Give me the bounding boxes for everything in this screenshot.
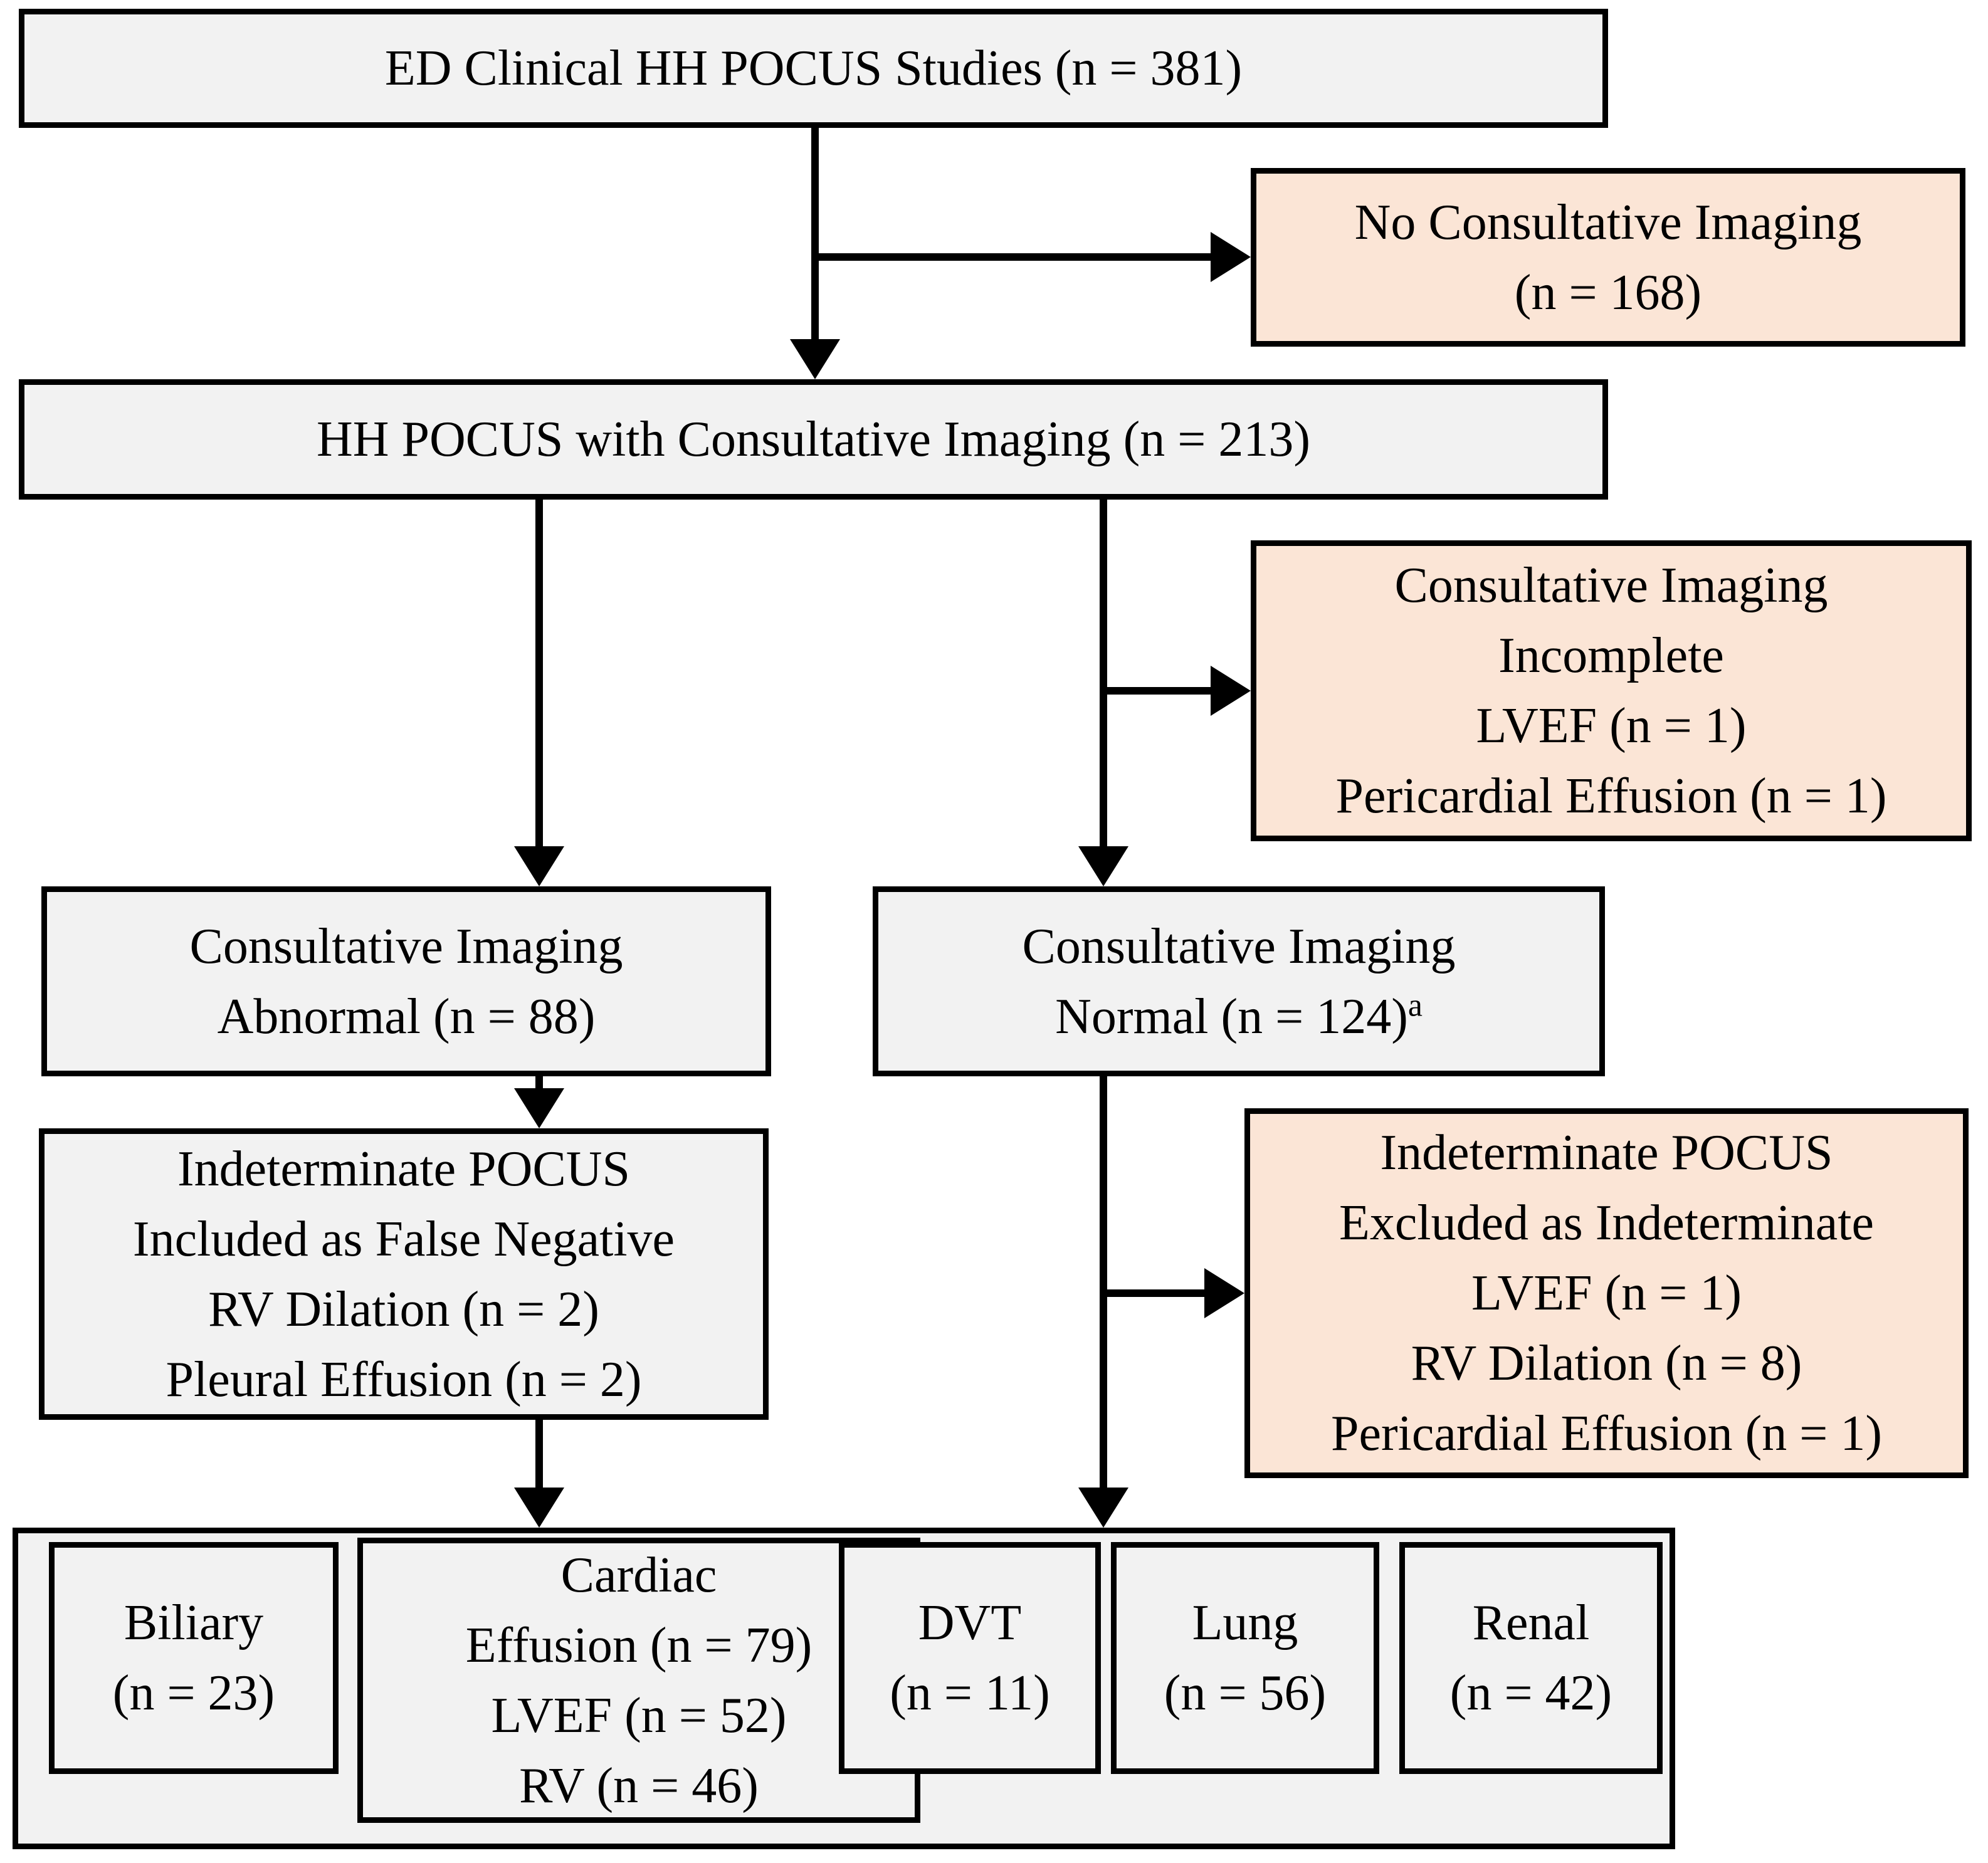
box-text-line: (n = 11) [890,1666,1050,1721]
connector-to-incomplete [1100,687,1211,695]
connector-normal-to-final [1100,1076,1107,1491]
box-renal: Renal (n = 42) [1399,1542,1663,1774]
box-text-line: Lung [1192,1595,1298,1650]
footnote-marker: a [1407,987,1423,1023]
box-consultative-imaging-normal: Consultative Imaging Normal (n = 124)a [873,886,1605,1076]
box-text-line: Included as False Negative [132,1211,675,1267]
box-text-line: (n = 168) [1514,265,1702,320]
connector-indeterminate-to-final [535,1420,543,1490]
box-text-line: RV Dilation (n = 8) [1411,1336,1802,1391]
box-dvt: DVT (n = 11) [839,1542,1101,1774]
arrowhead-right-to-indeterminate-excluded [1204,1268,1244,1318]
box-text-line: Renal [1472,1595,1590,1650]
box-text-line: Abnormal (n = 88) [217,989,596,1044]
box-text-line: RV Dilation (n = 2) [208,1281,599,1337]
connector-to-no-consultative [811,253,1211,261]
box-indeterminate-pocus-false-negative: Indeterminate POCUS Included as False Ne… [39,1128,769,1420]
box-indeterminate-pocus-excluded: Indeterminate POCUS Excluded as Indeterm… [1244,1108,1969,1478]
box-hh-pocus-with-consultative-imaging: HH POCUS with Consultative Imaging (n = … [19,379,1608,500]
box-text-line: (n = 42) [1449,1666,1612,1721]
box-text-line: Pericardial Effusion (n = 1) [1335,769,1887,824]
arrowhead-down-indeterminate-to-final [514,1488,564,1528]
box-text-line: Effusion (n = 79) [465,1617,813,1673]
box-text-line: LVEF (n = 1) [1476,698,1747,753]
connector-abnormal-to-indeterminate [535,1076,543,1091]
box-text-line: DVT [918,1595,1022,1650]
box-text-line: Excluded as Indeterminate [1339,1195,1874,1251]
box-text-line: Consultative Imaging [1022,918,1456,974]
box-text-line: Consultative Imaging [189,918,623,974]
box-text-line: ED Clinical HH POCUS Studies (n = 381) [384,41,1243,96]
box-text-line: Pericardial Effusion (n = 1) [1331,1406,1882,1461]
box-text-line: LVEF (n = 1) [1471,1266,1742,1321]
box-text-line: (n = 23) [112,1666,275,1721]
box-text-line: No Consultative Imaging [1354,194,1862,250]
box-consultative-imaging-abnormal: Consultative Imaging Abnormal (n = 88) [41,886,771,1076]
box-text-line: Biliary [124,1595,264,1650]
box-lung: Lung (n = 56) [1111,1542,1379,1774]
arrowhead-right-to-incomplete [1211,666,1251,716]
box-text-line: (n = 56) [1164,1666,1327,1721]
box-text-line: HH POCUS with Consultative Imaging (n = … [316,412,1311,467]
arrowhead-down-to-normal [1078,846,1128,886]
connector-top-to-consultative [811,128,819,342]
connector-to-indeterminate-excluded [1100,1289,1204,1297]
box-no-consultative-imaging: No Consultative Imaging (n = 168) [1251,168,1965,347]
box-biliary: Biliary (n = 23) [49,1542,339,1774]
arrowhead-down-normal-to-final [1078,1488,1128,1528]
box-text-line: Pleural Effusion (n = 2) [166,1351,642,1407]
box-ed-clinical-hh-pocus-studies: ED Clinical HH POCUS Studies (n = 381) [19,9,1608,128]
box-text-line: Incomplete [1498,628,1724,683]
box-text-line: RV (n = 46) [519,1758,759,1813]
arrowhead-down-to-indeterminate-included [514,1088,564,1128]
arrowhead-down-to-abnormal [514,846,564,886]
box-text: Normal (n = 124) [1055,989,1408,1044]
box-text-line: Indeterminate POCUS [177,1141,631,1197]
arrowhead-right-to-no-consultative [1211,232,1251,282]
box-text-line: Normal (n = 124)a [1055,982,1423,1052]
box-text-line: Cardiac [560,1547,717,1603]
box-text-line: LVEF (n = 52) [491,1687,787,1743]
connector-to-abnormal [535,500,543,849]
box-consultative-imaging-incomplete: Consultative Imaging Incomplete LVEF (n … [1251,540,1972,841]
box-cardiac: Cardiac Effusion (n = 79) LVEF (n = 52) … [357,1538,920,1823]
box-text-line: Indeterminate POCUS [1380,1125,1833,1180]
connector-to-normal [1100,500,1107,849]
box-text-line: Consultative Imaging [1394,558,1828,613]
arrowhead-down-to-consultative [790,339,840,379]
